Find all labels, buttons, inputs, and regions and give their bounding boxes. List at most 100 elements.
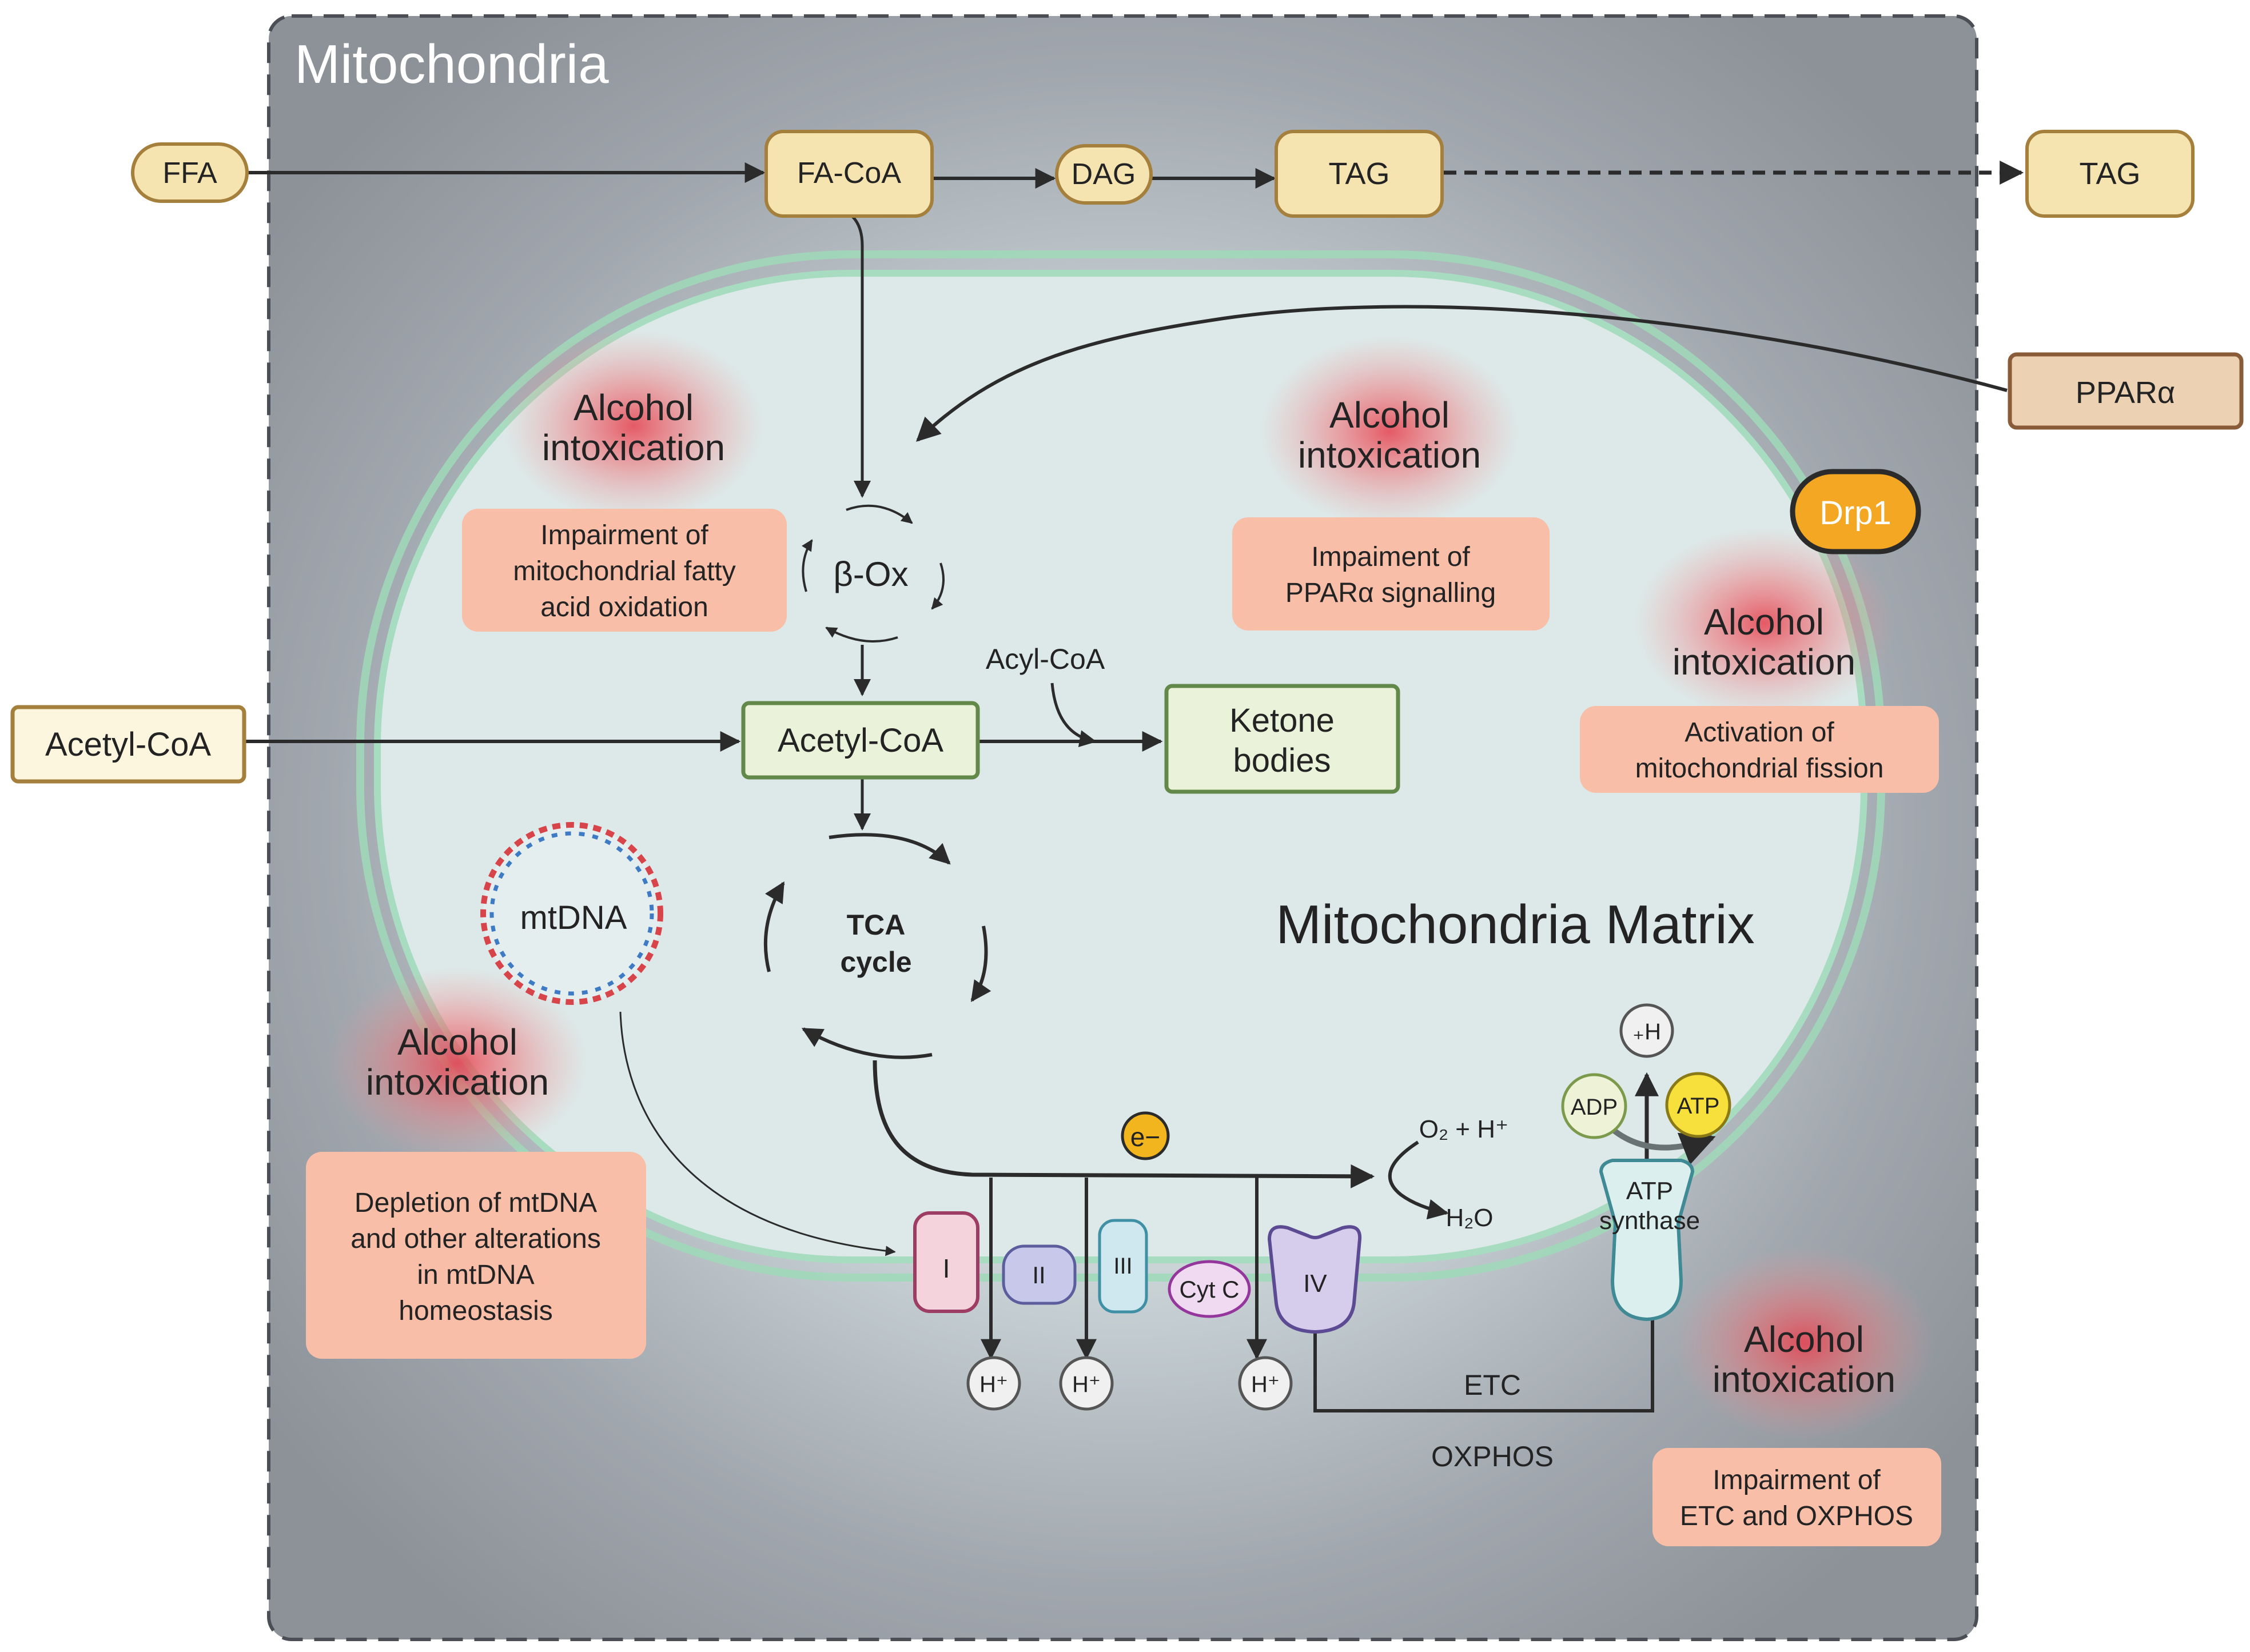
arrow-ppara-betaox <box>915 305 2008 442</box>
alcohol-line2: intoxication <box>1713 1359 1895 1400</box>
alcohol-label-mtdna: Alcohol intoxication <box>366 1021 549 1103</box>
complex-4[interactable]: IV <box>1267 1225 1362 1334</box>
arrow-facoa-betaox <box>851 215 871 498</box>
effect-mtdna-line: Depletion of mtDNA <box>355 1188 597 1218</box>
effect-ppara-line: PPARα signalling <box>1285 578 1496 608</box>
tca-label-1: TCA <box>847 909 906 941</box>
tca-cycle-arrows <box>763 833 991 1059</box>
adp-node[interactable]: ADP <box>1561 1073 1627 1139</box>
alcohol-line2: intoxication <box>1672 641 1855 683</box>
electron-node: e− <box>1121 1111 1170 1160</box>
effect-box-mtdna: Depletion of mtDNA and other alterations… <box>306 1152 646 1359</box>
proton-label-2: H⁺ <box>1072 1372 1101 1397</box>
ketone-label-2: bodies <box>1233 742 1331 779</box>
alcohol-line2: intoxication <box>1298 434 1481 476</box>
betaox-cycle-arrows <box>801 504 945 643</box>
matrix-label: Mitochondria Matrix <box>1276 894 1755 955</box>
ketone-bodies-node[interactable]: Ketone bodies <box>1164 684 1400 794</box>
alcohol-label-ppara: Alcohol intoxication <box>1298 394 1481 476</box>
proton-top-label: ₊H <box>1632 1019 1661 1044</box>
facoa-label: FA-CoA <box>797 157 901 190</box>
proton-node-3: H⁺ <box>1238 1356 1293 1411</box>
atp-node[interactable]: ATP <box>1665 1072 1731 1138</box>
effect-mtdna-line: homeostasis <box>399 1296 552 1326</box>
atp-synthase[interactable]: ATP synthase <box>1599 1159 1700 1322</box>
cyt-c-label: Cyt C <box>1180 1276 1240 1303</box>
tag-outer-node[interactable]: TAG <box>2025 130 2195 218</box>
ffa-node[interactable]: FFA <box>131 142 249 203</box>
alcohol-glow-fao <box>502 329 765 523</box>
alcohol-glow-fission <box>1632 526 1895 720</box>
ffa-label: FFA <box>162 157 217 190</box>
drp1-label: Drp1 <box>1819 494 1891 532</box>
complex-3[interactable]: III <box>1098 1219 1148 1314</box>
arrow-o2-h2o <box>1388 1140 1449 1220</box>
etc-connector <box>1313 1318 1654 1412</box>
tag-outer-label: TAG <box>2080 157 2141 191</box>
ppara-node[interactable]: PPARα <box>2008 352 2244 430</box>
alcohol-line1: Alcohol <box>1744 1319 1864 1360</box>
o2-proton-label: O₂ + H⁺ <box>1419 1115 1508 1143</box>
alcohol-label-etc: Alcohol intoxication <box>1713 1319 1895 1400</box>
effect-fao-line: Impairment of <box>540 520 708 550</box>
oxphos-label: OXPHOS <box>1431 1440 1554 1473</box>
dag-node[interactable]: DAG <box>1055 144 1153 205</box>
acetylcoa-outer-label: Acetyl-CoA <box>45 726 211 763</box>
mtdna-label: mtDNA <box>520 899 627 936</box>
cyt-c[interactable]: Cyt C <box>1168 1260 1251 1318</box>
effect-mtdna-line: in mtDNA <box>417 1260 534 1290</box>
alcohol-glow-ppara <box>1258 334 1521 529</box>
tca-label-2: cycle <box>840 946 911 978</box>
effect-etc-line: ETC and OXPHOS <box>1680 1501 1913 1531</box>
acetylcoa-outer-node[interactable]: Acetyl-CoA <box>10 705 246 784</box>
atp-synthase-label-2: synthase <box>1599 1207 1700 1235</box>
proton-label-3: H⁺ <box>1251 1372 1280 1397</box>
atp-synthase-label-1: ATP <box>1626 1177 1673 1205</box>
alcohol-glow-etc <box>1672 1246 1936 1440</box>
proton-label-1: H⁺ <box>979 1372 1008 1397</box>
complex-2[interactable]: II <box>1002 1244 1077 1305</box>
acylcoa-label: Acyl-CoA <box>986 643 1105 675</box>
complex-3-label: III <box>1113 1254 1132 1279</box>
proton-top-node: ₊H <box>1619 1003 1674 1058</box>
complex-2-label: II <box>1032 1262 1045 1288</box>
alcohol-label-fao: Alcohol intoxication <box>542 387 725 468</box>
alcohol-line1: Alcohol <box>574 387 694 428</box>
mtdna-node[interactable]: mtDNA <box>480 822 663 1005</box>
facoa-node[interactable]: FA-CoA <box>764 130 934 218</box>
electron-label: e− <box>1130 1122 1160 1152</box>
alcohol-line1: Alcohol <box>1704 601 1824 643</box>
tag-inner-label: TAG <box>1329 157 1390 191</box>
complex-1[interactable]: I <box>913 1211 979 1313</box>
arrow-mtdna-complex1 <box>619 1011 896 1256</box>
ppara-label: PPARα <box>2076 376 2175 410</box>
acetylcoa-inner-node[interactable]: Acetyl-CoA <box>741 701 980 780</box>
arrow-tca-electron <box>873 1060 1375 1188</box>
tag-inner-node[interactable]: TAG <box>1275 130 1444 218</box>
drp1-node[interactable]: Drp1 <box>1790 469 1921 554</box>
effect-ppara-line: Impaiment of <box>1311 542 1470 572</box>
alcohol-line2: intoxication <box>542 427 725 468</box>
effect-etc-line: Impairment of <box>1713 1465 1881 1495</box>
acetylcoa-inner-label: Acetyl-CoA <box>778 722 943 759</box>
ketone-label-1: Ketone <box>1229 702 1335 739</box>
alcohol-line2: intoxication <box>366 1062 549 1103</box>
alcohol-glow-mtdna <box>326 966 589 1160</box>
alcohol-label-fission: Alcohol intoxication <box>1672 601 1855 683</box>
proton-node-1: H⁺ <box>966 1356 1021 1411</box>
dag-label: DAG <box>1072 158 1136 191</box>
water-label: H₂O <box>1445 1204 1493 1232</box>
betaox-label: β-Ox <box>833 555 908 593</box>
atp-label: ATP <box>1677 1094 1720 1119</box>
effect-fission-line: mitochondrial fission <box>1635 753 1884 784</box>
effect-mtdna-line: and other alterations <box>351 1224 601 1254</box>
complex-1-label: I <box>943 1254 950 1283</box>
proton-node-2: H⁺ <box>1059 1356 1114 1411</box>
complex-4-label: IV <box>1303 1270 1327 1298</box>
effect-fao-line: acid oxidation <box>540 592 708 623</box>
mitochondria-title: Mitochondria <box>294 34 609 95</box>
effect-box-etc: Impairment of ETC and OXPHOS <box>1652 1448 1941 1546</box>
alcohol-line1: Alcohol <box>397 1021 517 1063</box>
alcohol-line1: Alcohol <box>1329 394 1449 436</box>
